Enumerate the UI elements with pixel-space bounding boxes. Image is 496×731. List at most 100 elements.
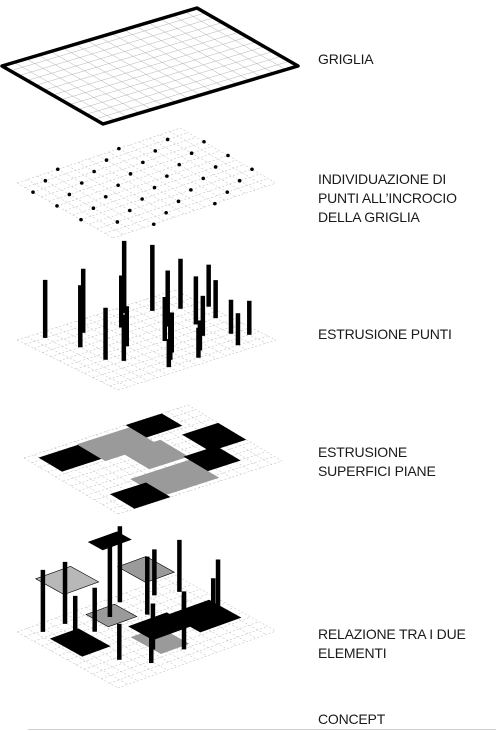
- points-grid-line: [24, 132, 189, 188]
- relation-grid-line: [174, 574, 277, 632]
- grid-line: [86, 56, 282, 115]
- step-label-points: INDIVIDUAZIONE DI PUNTI ALL’INCROCIO DEL…: [318, 171, 457, 225]
- grid-point: [165, 137, 170, 142]
- extrusion-grid-line: [95, 314, 198, 366]
- points-grid-line: [48, 146, 213, 202]
- grid-point: [117, 146, 121, 151]
- points-grid-line: [159, 134, 256, 191]
- grid-point: [189, 188, 193, 192]
- grid-line: [10, 12, 206, 72]
- extrusion-grid-line: [66, 324, 168, 375]
- grid-point: [115, 220, 120, 224]
- grid-point: [213, 201, 217, 206]
- grid-point: [140, 197, 144, 201]
- points-grid-line: [118, 148, 215, 204]
- grid-point: [164, 210, 168, 215]
- black-surface: [38, 444, 102, 472]
- grey-surface: [77, 427, 158, 462]
- points-grid-line: [88, 158, 185, 215]
- surface-grid-line: [23, 404, 189, 459]
- points-grid-line: [104, 178, 269, 234]
- grid-point: [79, 181, 84, 185]
- points-grid-line: [128, 144, 226, 201]
- grid-point: [151, 222, 156, 227]
- step-label-grid: GRIGLIA: [318, 51, 374, 67]
- surface-grid-line: [86, 442, 251, 496]
- grid-point: [128, 172, 133, 176]
- grid-line: [18, 17, 214, 76]
- grid-line: [27, 22, 223, 81]
- grid-line: [44, 31, 240, 91]
- black-surface: [49, 628, 111, 657]
- black-surface: [183, 446, 241, 472]
- points-grid-line: [32, 136, 197, 193]
- grid-point: [177, 162, 182, 167]
- surface-grid-line: [117, 460, 283, 515]
- grid-point: [91, 206, 96, 211]
- grid-point: [202, 139, 206, 144]
- grid-point: [103, 194, 108, 199]
- grid-point: [141, 160, 145, 165]
- relation-grid-line: [26, 628, 128, 685]
- points-grid-line: [80, 164, 245, 220]
- surface-grid-line: [78, 437, 243, 491]
- grid-line: [60, 41, 256, 101]
- step-label-point-extrusion: ESTRUSIONE PUNTI: [318, 326, 452, 342]
- grid-point: [189, 151, 194, 156]
- grid-point: [213, 165, 218, 169]
- points-grid-line: [112, 182, 277, 239]
- grid-point: [152, 185, 157, 190]
- points-grid-line: [64, 155, 229, 211]
- points-grid-line: [16, 127, 181, 184]
- grid-point: [201, 176, 206, 181]
- grid-point: [104, 158, 109, 162]
- grid-line: [35, 27, 231, 86]
- relation-grid-line: [76, 610, 178, 667]
- grid-line: [77, 51, 273, 110]
- grey-surface: [121, 439, 189, 470]
- points-grid-line: [40, 141, 205, 197]
- points-grid-line: [56, 150, 221, 207]
- grid-point: [55, 167, 60, 172]
- concept-diagram: [0, 6, 300, 689]
- grid-point: [43, 178, 48, 183]
- grid-point: [67, 192, 72, 197]
- grid-line: [94, 60, 290, 120]
- bottom-rule: [28, 729, 496, 730]
- grid-point: [153, 149, 158, 153]
- grid-point: [165, 174, 169, 178]
- grid-line: [52, 36, 248, 96]
- grid-line: [69, 46, 265, 105]
- points-grid-line: [27, 179, 124, 235]
- extrusion-grid-line: [26, 336, 128, 388]
- points-grid-line: [149, 138, 246, 194]
- grid-point: [55, 204, 59, 208]
- concept-caption: CONCEPT: [318, 711, 386, 727]
- grid-point: [250, 167, 254, 172]
- surface-grid-line: [63, 428, 228, 482]
- grid-point: [127, 208, 132, 213]
- step-label-relation: RELAZIONE TRA I DUE ELEMENTI: [318, 626, 466, 661]
- grid-point: [225, 190, 230, 194]
- black-surface: [125, 413, 183, 438]
- black-surface: [110, 482, 171, 509]
- grid-frame: [0, 6, 300, 126]
- grid-point: [79, 217, 83, 222]
- extrusion-grid-line: [109, 335, 268, 387]
- points-grid-line: [72, 159, 237, 216]
- surface-grid-line: [70, 432, 236, 487]
- extrusion-grid-line: [46, 330, 148, 381]
- grid-point: [31, 190, 35, 194]
- surface-grid-line: [55, 423, 220, 477]
- grid-point: [116, 183, 120, 188]
- step-label-surface-extrusion: ESTRUSIONE SUPERFICI PIANE: [318, 444, 436, 479]
- grid-point: [176, 199, 181, 204]
- grid-point: [92, 169, 96, 174]
- grid-point: [237, 178, 242, 183]
- points-grid-line: [88, 169, 253, 225]
- grid-point: [226, 153, 230, 158]
- points-grid-line: [57, 169, 154, 225]
- black-surface: [182, 422, 247, 452]
- points-grid-line: [96, 173, 261, 230]
- relation-grid-line: [109, 626, 268, 684]
